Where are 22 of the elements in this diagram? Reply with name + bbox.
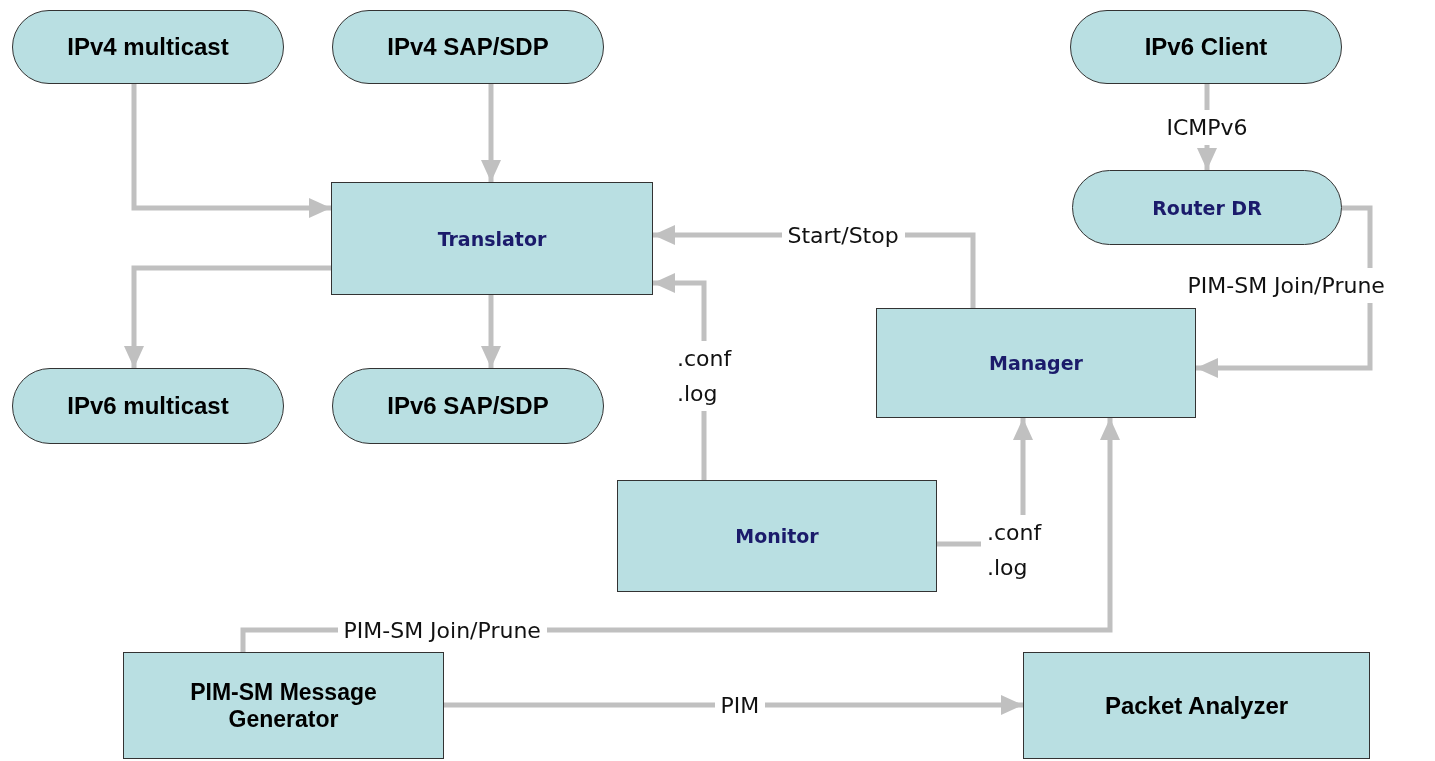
arrow: [1196, 205, 1373, 378]
node-label: IPv6 SAP/SDP: [387, 392, 549, 420]
node-label: Router DR: [1152, 196, 1262, 219]
process-box: [876, 308, 1196, 418]
arrow: [481, 295, 501, 368]
arrow: [481, 84, 501, 182]
node-label: IPv6 multicast: [67, 392, 229, 420]
node-label: IPv4 SAP/SDP: [387, 33, 549, 61]
node-label: Manager: [989, 352, 1083, 374]
process-box: [331, 182, 653, 295]
process-box: [617, 480, 937, 592]
process-box: [123, 652, 444, 759]
node-label: Translator: [437, 227, 547, 250]
arrow: [444, 695, 1023, 715]
node-label: Monitor: [735, 525, 819, 547]
node-label: Packet Analyzer: [1104, 691, 1289, 720]
process-box: [1023, 652, 1370, 759]
node-label: IPv6 Client: [1144, 33, 1268, 61]
node-label: PIM-SM Message Generator: [189, 678, 378, 733]
arrow: [131, 84, 331, 218]
arrow: [124, 265, 331, 368]
node-label: IPv4 multicast: [67, 33, 229, 61]
